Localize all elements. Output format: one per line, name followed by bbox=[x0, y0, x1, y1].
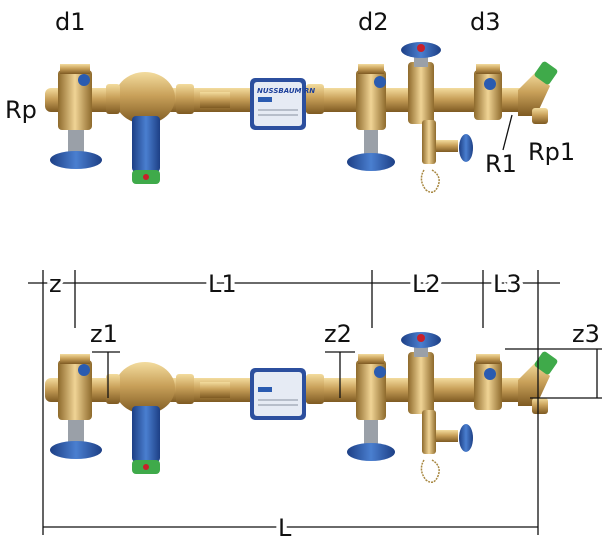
label-rp1: Rp1 bbox=[528, 138, 575, 166]
dim-label-l3: L3 bbox=[493, 270, 522, 298]
label-d1: d1 bbox=[55, 8, 86, 36]
product-brand-label: NUSSBAUM RN bbox=[257, 87, 315, 95]
dim-label-z: z bbox=[49, 270, 62, 298]
valve-assembly-top bbox=[44, 41, 560, 193]
dim-label-l2: L2 bbox=[412, 270, 441, 298]
dim-label-l: L bbox=[278, 514, 292, 542]
label-d2: d2 bbox=[358, 8, 389, 36]
dim-label-z2: z2 bbox=[324, 320, 352, 348]
dim-label-z3: z3 bbox=[572, 320, 600, 348]
label-d3: d3 bbox=[470, 8, 501, 36]
r1-leader bbox=[502, 114, 513, 151]
dim-label-l1: L1 bbox=[208, 270, 237, 298]
dimension-lines bbox=[28, 270, 602, 535]
valve-assembly-bottom bbox=[44, 331, 560, 483]
dim-label-z1: z1 bbox=[90, 320, 118, 348]
label-rp: Rp bbox=[5, 96, 37, 124]
label-r1: R1 bbox=[485, 150, 517, 178]
